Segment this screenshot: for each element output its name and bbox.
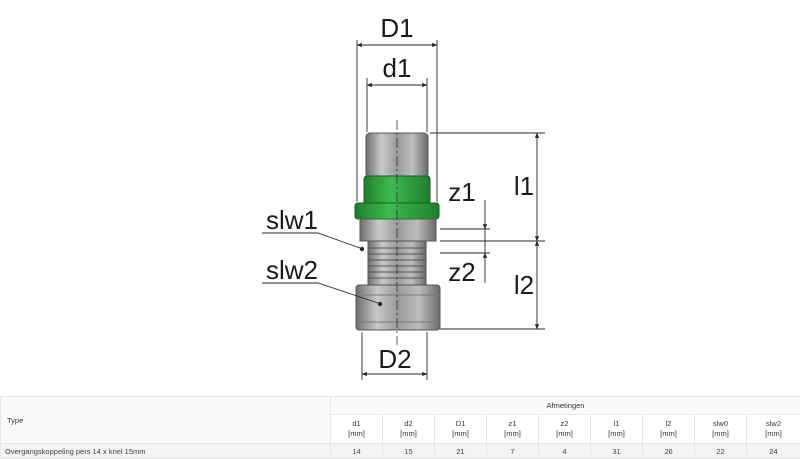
cell-d1: 14 <box>331 444 383 459</box>
label-l1: l1 <box>514 171 534 201</box>
cell-d2: 15 <box>383 444 435 459</box>
column-header-slw0: slw0[mm] <box>695 415 747 444</box>
column-header-D1: D1[mm] <box>435 415 487 444</box>
compression-nut-slw2 <box>356 285 440 330</box>
column-header-z2: z2[mm] <box>539 415 591 444</box>
label-D2: D2 <box>378 344 411 374</box>
cell-slw0: 22 <box>695 444 747 459</box>
column-header-l2: l2[mm] <box>643 415 695 444</box>
cell-slw2: 24 <box>747 444 800 459</box>
cell-z2: 4 <box>539 444 591 459</box>
label-z1: z1 <box>448 177 475 207</box>
dimensions-table: Type Afmetingen d1[mm] d2[mm] D1[mm] z1[… <box>0 396 800 459</box>
column-header-z1: z1[mm] <box>487 415 539 444</box>
cell-l2: 26 <box>643 444 695 459</box>
label-slw2: slw2 <box>266 255 318 285</box>
label-l2: l2 <box>514 270 534 300</box>
hex-body-slw1 <box>360 219 436 241</box>
cell-D1: 21 <box>435 444 487 459</box>
cell-l1: 31 <box>591 444 643 459</box>
column-header-d2: d2[mm] <box>383 415 435 444</box>
label-D1: D1 <box>380 13 413 43</box>
cell-z1: 7 <box>487 444 539 459</box>
type-header: Type <box>1 397 331 444</box>
table-group-header-row: Type Afmetingen <box>1 397 800 415</box>
row-type-cell: Overgangskoppeling pers 14 x knel 15mm <box>1 444 331 459</box>
fitting-illustration <box>355 120 440 345</box>
label-slw1: slw1 <box>266 205 318 235</box>
column-header-d1: d1[mm] <box>331 415 383 444</box>
label-d1: d1 <box>383 53 412 83</box>
technical-drawing: D1 d1 D2 z1 z2 l1 l2 slw1 slw2 <box>0 0 800 393</box>
column-header-l1: l1[mm] <box>591 415 643 444</box>
table-row: Overgangskoppeling pers 14 x knel 15mm 1… <box>1 444 800 459</box>
column-header-slw2: slw2[mm] <box>747 415 800 444</box>
label-z2: z2 <box>448 257 475 287</box>
group-header: Afmetingen <box>331 397 800 415</box>
